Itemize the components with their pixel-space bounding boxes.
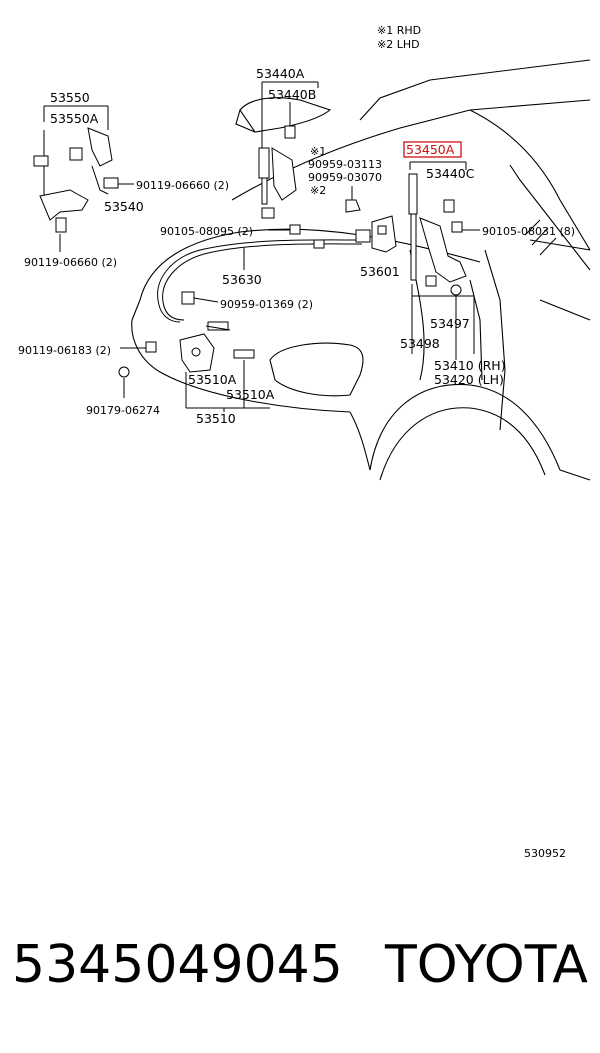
label-90959-03070: 90959-03070 [308,171,382,184]
footer-brand: TOYOTA [385,935,588,995]
parts-diagram: ※1 RHD ※2 LHD 53440A 53440B 53550 53550A… [18,24,591,860]
hood-lock-assembly [118,291,270,412]
label-53440B: 53440B [268,87,316,102]
label-53550: 53550 [50,90,90,105]
label-note2-mark: ※2 [310,184,326,197]
label-90105-08031: 90105-08031 (8) [482,225,575,238]
raised-hood [235,97,332,133]
label-note1-mark: ※1 [310,145,326,158]
label-53550A: 53550A [50,111,99,126]
hood-support-right [403,141,475,360]
vehicle-outline [131,59,591,481]
diagram-code: 530952 [524,847,566,860]
legend-rhd: ※1 RHD [377,24,421,37]
label-90179-06274: 90179-06274 [86,404,160,417]
hood-release-cable [157,229,371,323]
highlight-box-53450A [403,141,462,158]
label-53510A-1: 53510A [188,372,237,387]
label-53420: 53420 (LH) [434,372,504,387]
hood-support-left [258,81,319,219]
label-53440C: 53440C [426,166,475,181]
label-90105-08095: 90105-08095 (2) [160,225,253,238]
label-53510A-2: 53510A [226,387,275,402]
label-53450A: 53450A [406,142,455,157]
label-90959-01369: 90959-01369 (2) [220,298,313,311]
label-90119-06660-b: 90119-06660 (2) [24,256,117,269]
label-53601: 53601 [360,264,400,279]
hood-lock-bracket-53601 [371,215,397,253]
label-53497: 53497 [430,316,470,331]
footer: 5345049045 TOYOTA [0,935,600,1015]
legend-lhd: ※2 LHD [377,38,420,51]
label-53630: 53630 [222,272,262,287]
footer-part-number: 5345049045 [12,935,343,995]
label-53498: 53498 [400,336,440,351]
label-90119-06183: 90119-06183 (2) [18,344,111,357]
label-53440A: 53440A [256,66,305,81]
label-53410: 53410 (RH) [434,358,506,373]
label-90119-06660-a: 90119-06660 (2) [136,179,229,192]
hood-hinge-assembly [33,105,119,233]
label-90959-03113: 90959-03113 [308,158,382,171]
label-53540: 53540 [104,199,144,214]
label-53510: 53510 [196,411,236,426]
